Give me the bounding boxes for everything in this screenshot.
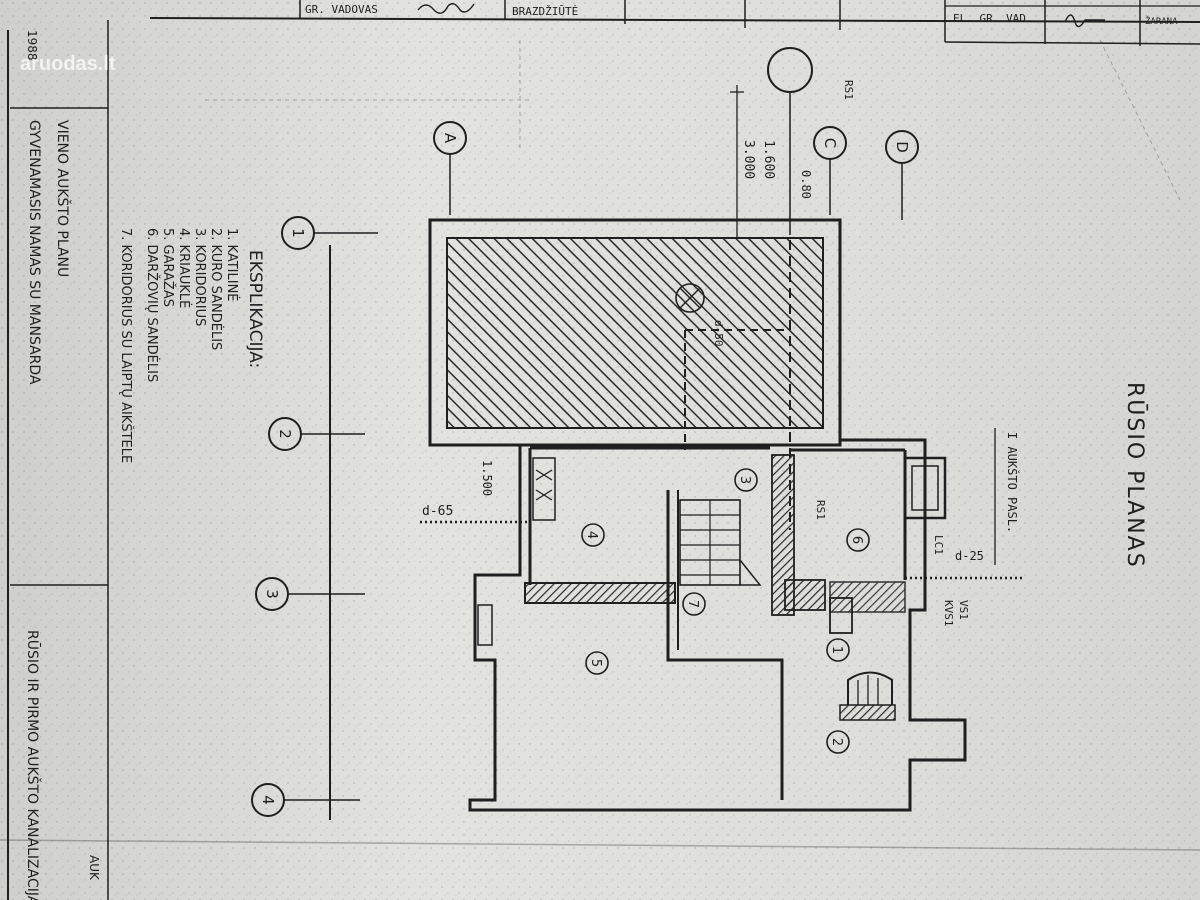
dimension-080: 0.80	[799, 170, 813, 199]
plan-title: RŪSIO PLANAS	[1122, 382, 1148, 569]
label-d50: d-50	[712, 320, 725, 347]
explication-item-5: 5. GARAŽAS	[160, 228, 176, 307]
explication-item-7: 7. KORIDORIUS SU LAIPTŲ AIKŠTELE	[118, 228, 134, 463]
svg-text:4: 4	[259, 795, 277, 805]
svg-text:3: 3	[737, 476, 752, 484]
title-role-left: GR. VADOVAS	[305, 3, 378, 16]
explication-item-1: 1. KATILINĖ	[224, 228, 240, 302]
wall-room3-room6	[771, 454, 795, 616]
title-block: GR. VADOVAS BRAZDŽIŪTĖ EL. GR. VAD. ŽARA…	[149, 0, 1200, 46]
svg-text:1: 1	[289, 228, 307, 238]
label-kvs1: KVS1	[942, 600, 955, 627]
svg-text:C: C	[821, 138, 839, 148]
axis-bubble-top	[767, 47, 813, 235]
axis-bubble-1: 1	[281, 216, 378, 250]
room-bubble-1: 1	[826, 638, 850, 662]
room-bubble-6: 6	[846, 528, 870, 552]
floor-plan: d-50	[420, 218, 1025, 812]
title-name-right: ŽARANA	[1145, 15, 1178, 27]
floor-drain-symbol	[675, 283, 705, 313]
explication-title: EKSPLIKACIJA:	[245, 250, 265, 368]
upper-block-outline	[428, 218, 842, 447]
wall-room5-right	[666, 490, 784, 800]
label-d25: d-25	[955, 549, 984, 563]
unexcavated-zone	[446, 237, 824, 429]
explication-item-6: 6. DARŽOVIŲ SANDĖLIS	[144, 228, 160, 382]
building-outline	[430, 438, 967, 812]
explication-legend: EKSPLIKACIJA: 1. KATILINĖ 2. KURO SANDĖL…	[118, 228, 265, 463]
axis-bubble-D: D	[885, 130, 919, 220]
stamp-year: 1988	[25, 30, 39, 61]
axis-bubble-4: 4	[251, 783, 360, 817]
stamp-line-1: VIENO AUKŠTO PLANU	[54, 120, 72, 277]
room-bubble-4: 4	[581, 523, 605, 547]
boiler-base	[839, 704, 896, 721]
title-name-left: BRAZDŽIŪTĖ	[512, 5, 578, 18]
stair	[679, 499, 762, 586]
label-d65: d-65	[422, 504, 453, 519]
svg-text:6: 6	[849, 536, 864, 544]
side-stamp: 1988 VIENO AUKŠTO PLANU GYVENAMASIS NAMA…	[7, 20, 109, 900]
explication-item-4: 4. KRIAUKLĖ	[176, 228, 192, 308]
title-role-right: EL. GR. VAD.	[953, 12, 1032, 25]
svg-text:5: 5	[588, 659, 603, 667]
axis-bubble-C: C	[813, 126, 847, 215]
explication-item-3: 3. KORIDORIUS	[192, 228, 207, 326]
dimension-1600: 1.600	[761, 140, 776, 179]
stamp-caption: RŪSIO IR PIRMO AUKŠTO KANALIZACIJA	[24, 630, 42, 900]
faint-construction-lines	[0, 39, 1200, 851]
boiler-symbol	[847, 671, 893, 705]
watermark-logo: aruodas.lt	[20, 53, 116, 75]
svg-text:7: 7	[685, 600, 700, 608]
room-bubble-7: 7	[682, 592, 706, 616]
svg-text:2: 2	[829, 738, 844, 746]
svg-text:4: 4	[584, 531, 599, 539]
svg-text:1: 1	[829, 646, 844, 654]
signature-left	[417, 3, 475, 14]
axis-bubble-3: 3	[255, 577, 365, 611]
label-vs1: VS1	[957, 600, 970, 620]
wall-room4-room5	[524, 582, 676, 604]
axis-bubble-2: 2	[268, 417, 365, 451]
label-upper-floor: I AUKŠTO PASL.	[1005, 432, 1020, 533]
stamp-line-2: GYVENAMASIS NAMAS SU MANSARDA	[26, 120, 42, 385]
explication-item-2: 2. KURO SANDĖLIS	[208, 228, 224, 350]
sink-fixture	[532, 457, 556, 521]
door-left	[477, 604, 493, 646]
label-lc1: LC1	[932, 535, 945, 555]
chimney-projection	[903, 456, 947, 520]
axis-bubble-A: A	[433, 121, 467, 215]
room-bubble-2: 2	[826, 730, 850, 754]
label-rs1-room6: RS1	[814, 500, 827, 520]
room-bubble-3: 3	[734, 468, 758, 492]
signature-right	[1064, 14, 1105, 28]
room-bubble-5: 5	[585, 651, 609, 675]
svg-text:2: 2	[276, 429, 294, 439]
stamp-corner: AUK	[87, 855, 101, 881]
svg-text:A: A	[441, 133, 459, 144]
label-rs1-top: RS1	[842, 80, 855, 100]
dimension-3000: 3.000	[741, 140, 756, 179]
top-dimensions: 3.000 1.600 0.80 RS1	[730, 80, 855, 238]
svg-text:3: 3	[263, 589, 281, 599]
label-1500: 1.500	[480, 460, 494, 496]
svg-text:D: D	[893, 141, 911, 153]
